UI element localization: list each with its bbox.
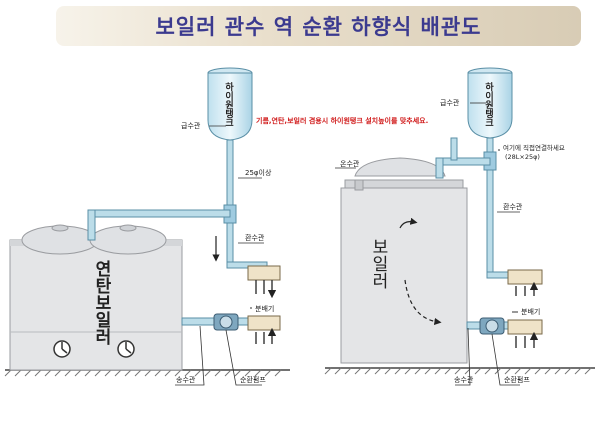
left-distributor-lower bbox=[247, 315, 281, 344]
ground-right bbox=[324, 367, 595, 375]
left-circ-pump-label: 순환펌프 bbox=[240, 375, 266, 384]
right-distributor-label: 분배기 bbox=[521, 307, 540, 316]
right-circulation-pump bbox=[479, 317, 505, 335]
left-hiwon-tank bbox=[207, 67, 253, 141]
left-distributor-label: 분배기 bbox=[255, 304, 274, 313]
left-feed-pipe-label: 급수관 bbox=[181, 121, 201, 130]
right-distributor-upper bbox=[507, 269, 543, 296]
right-hot-water-pipe-label: 온수관 bbox=[340, 159, 360, 168]
left-circulation-pump bbox=[213, 313, 239, 331]
right-tank-label: 하이원탱크 bbox=[483, 81, 493, 127]
left-supply-pipe-label: 송수관 bbox=[176, 375, 196, 384]
left-pipe-size-label: 25φ이상 bbox=[245, 168, 272, 177]
right-boiler bbox=[340, 157, 468, 364]
right-connect-note: 여기에 직접연결하세요 bbox=[503, 143, 565, 152]
left-tank-label: 하이원탱크 bbox=[223, 81, 233, 127]
left-distributor-upper bbox=[247, 265, 281, 294]
page-title: 보일러 관수 역 순환 하향식 배관도 bbox=[155, 15, 482, 39]
left-return-pipe-label: 환수관 bbox=[245, 233, 265, 242]
right-boiler-label: 보일러 bbox=[368, 238, 388, 289]
right-feed-pipe-label: 급수관 bbox=[440, 98, 460, 107]
title-banner: 보일러 관수 역 순환 하향식 배관도 bbox=[56, 6, 581, 46]
right-circ-pump-label: 순환펌프 bbox=[504, 375, 530, 384]
right-return-pipe-label: 환수관 bbox=[503, 202, 523, 211]
left-boiler-label: 연탄보일러 bbox=[91, 260, 111, 346]
right-distributor-lower bbox=[507, 319, 543, 348]
right-connect-size: (28L×25φ) bbox=[505, 153, 540, 161]
left-boiler bbox=[9, 224, 183, 371]
installation-note: 기름,연탄,보일러 겸용시 하이원탱크 설치높이를 맞추세요. bbox=[256, 116, 428, 125]
right-supply-pipe-label: 송수관 bbox=[454, 375, 474, 384]
